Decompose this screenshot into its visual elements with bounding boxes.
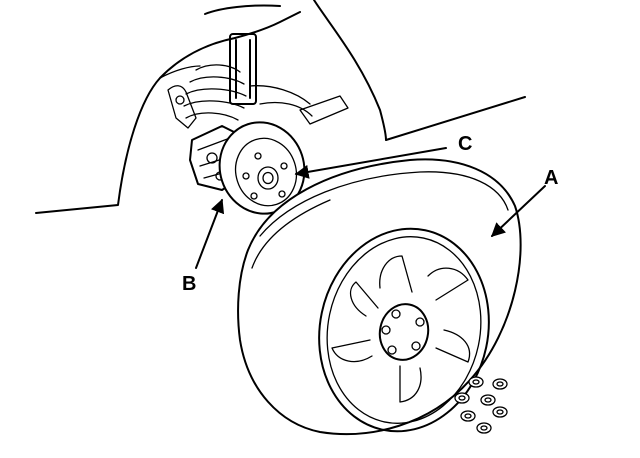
callout-a-arrow xyxy=(490,185,546,237)
lug-nut xyxy=(476,422,492,434)
lug-nuts xyxy=(454,376,508,434)
callout-a-label: A xyxy=(544,167,558,189)
lug-nut xyxy=(480,394,496,406)
lug-nut xyxy=(492,378,508,390)
wheel-tire-assembly xyxy=(237,158,522,435)
suspension-strut xyxy=(167,33,349,129)
vehicle-body-outline xyxy=(35,0,526,214)
callout-b-arrow xyxy=(195,198,225,269)
callout-c-label: C xyxy=(458,133,472,155)
lug-nut xyxy=(492,406,508,418)
lug-nut xyxy=(468,376,484,388)
lug-nut xyxy=(454,392,470,404)
callout-c-arrow xyxy=(294,147,447,179)
lug-nut xyxy=(460,410,476,422)
callout-b-label: B xyxy=(182,273,196,295)
brake-disc-hub xyxy=(218,121,306,215)
